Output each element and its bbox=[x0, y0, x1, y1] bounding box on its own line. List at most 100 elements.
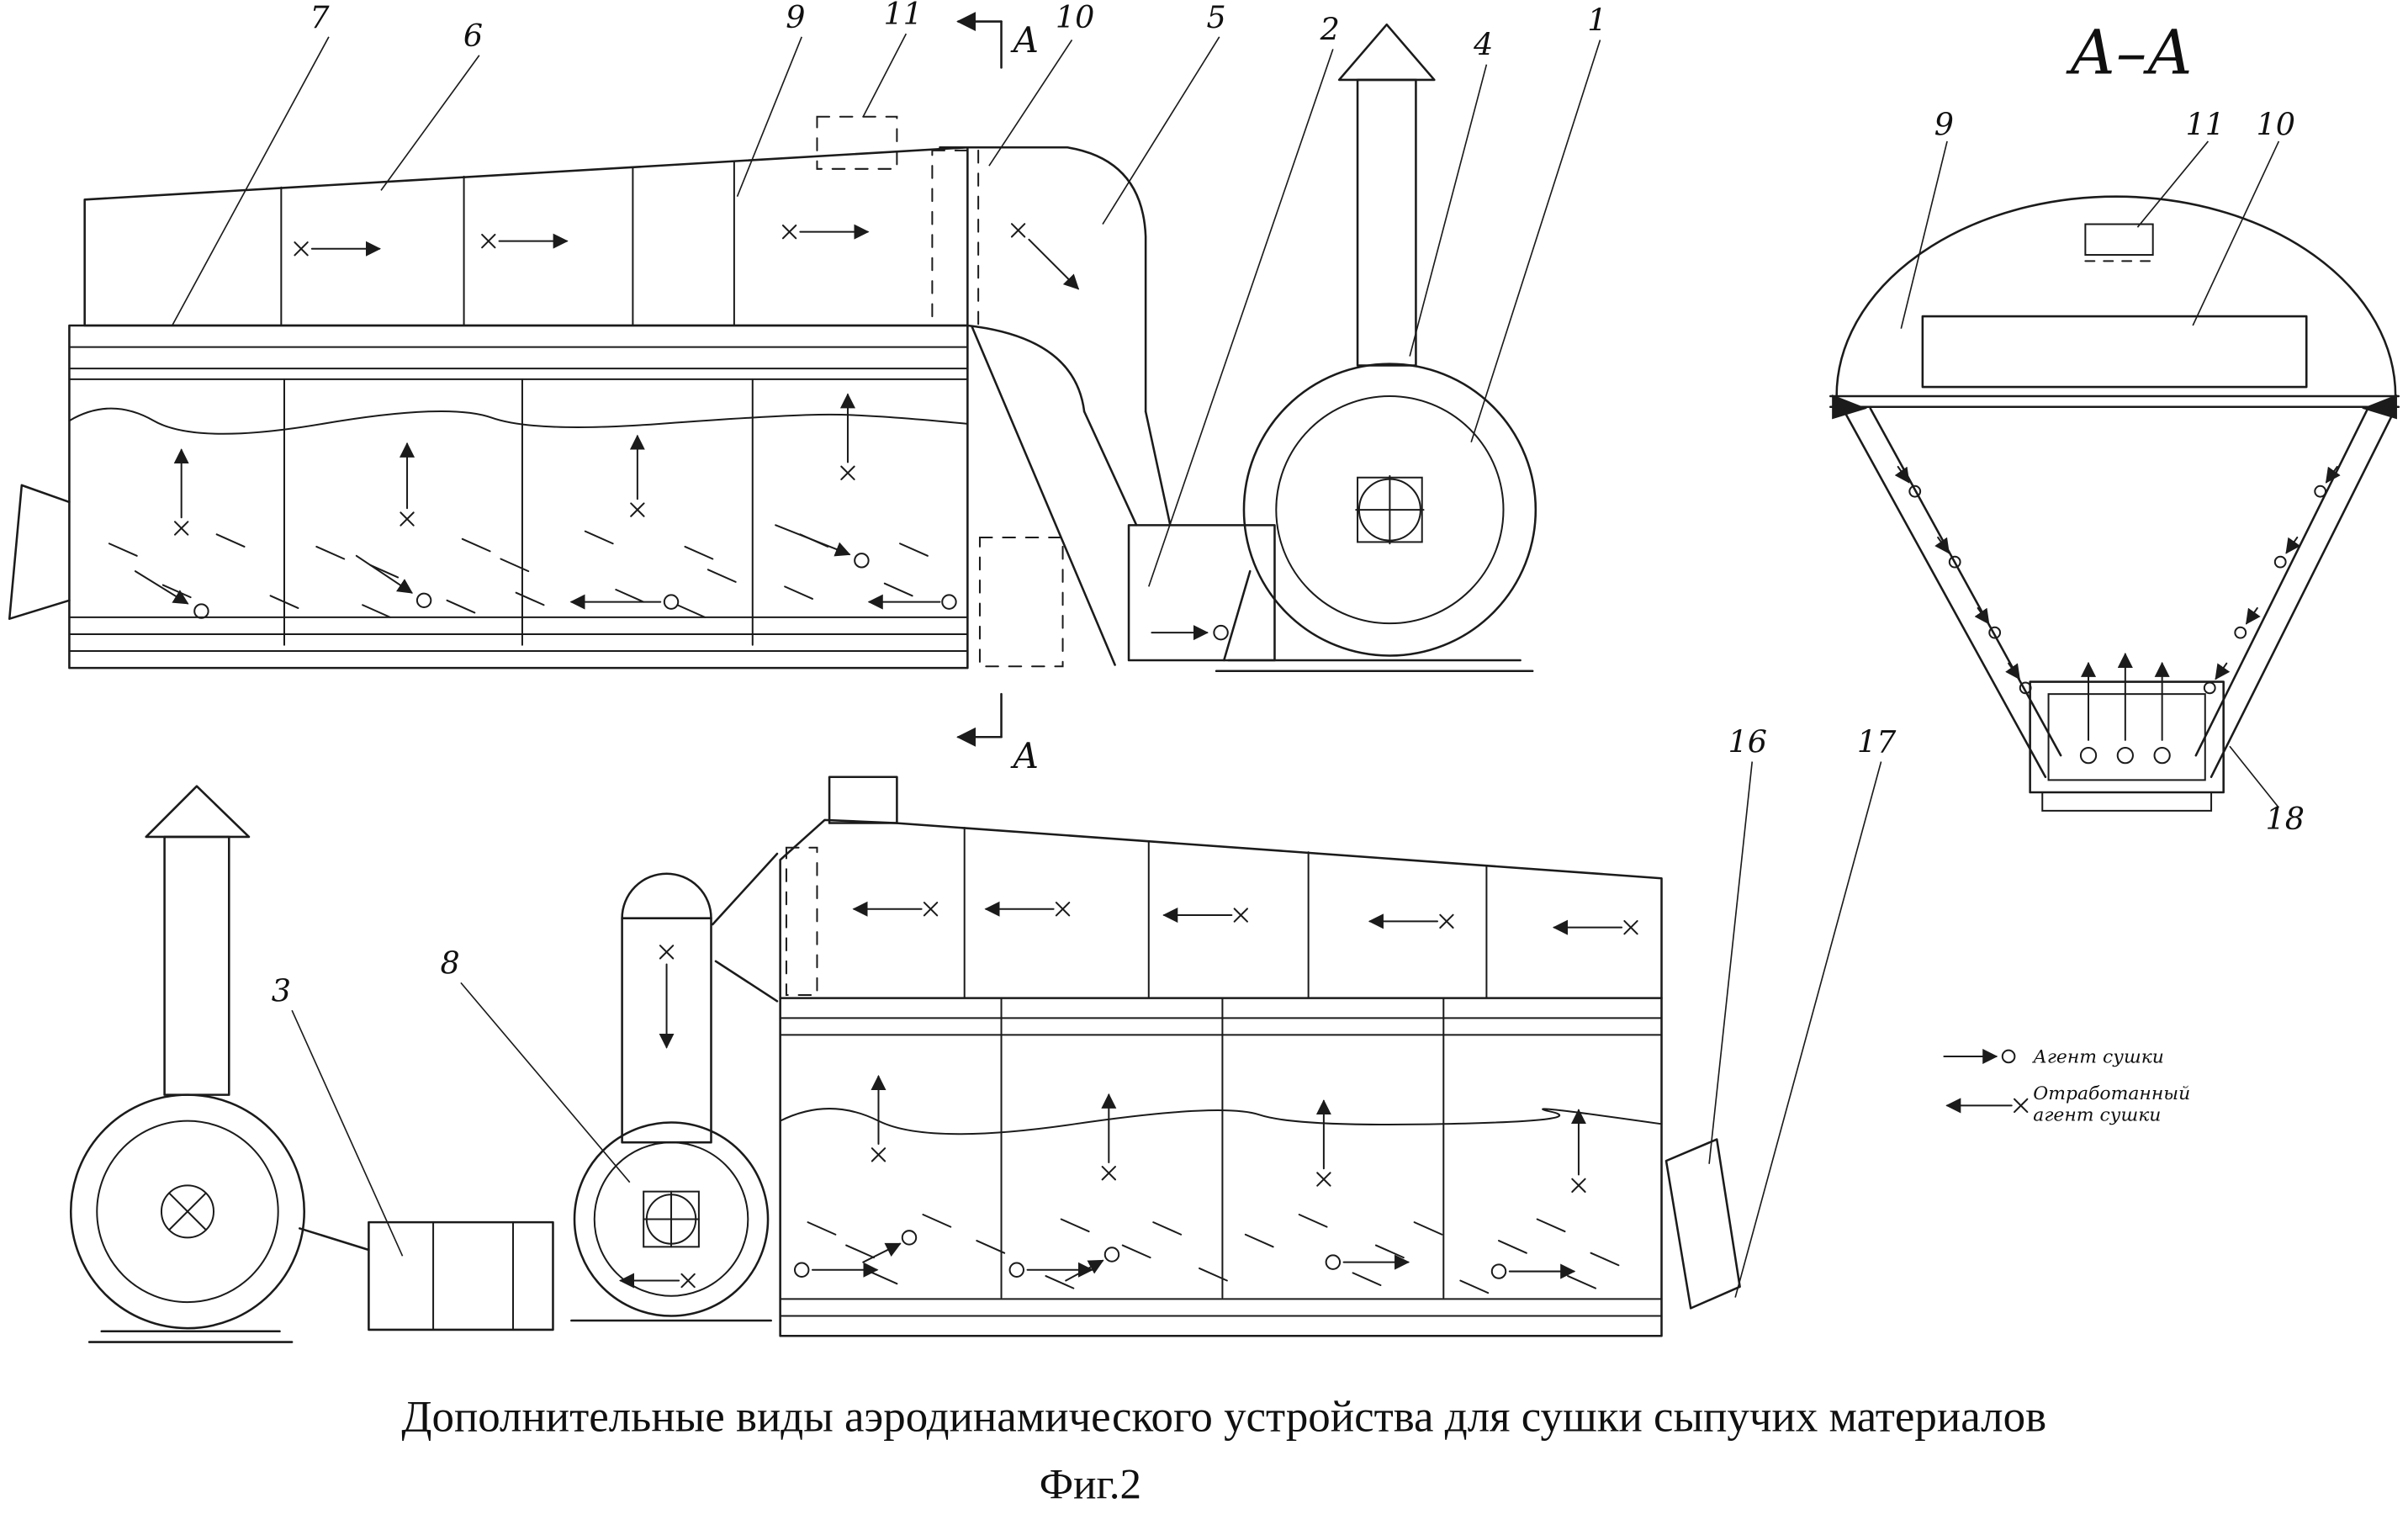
outlet-duct-outer bbox=[939, 146, 1147, 413]
upward-airflow-arrows bbox=[871, 1074, 1586, 1194]
chamber-floor-lines bbox=[68, 616, 969, 653]
svg-text:18: 18 bbox=[2265, 801, 2304, 837]
section-title: А–А bbox=[2066, 18, 2194, 89]
material-particle-dashes bbox=[108, 530, 929, 618]
hopper-dashed-port bbox=[978, 536, 1064, 668]
section-aa-view: А–А 9 bbox=[1829, 18, 2400, 837]
upward-airflow-arrows bbox=[173, 393, 856, 536]
stack-cap bbox=[1337, 23, 1436, 82]
legend-drying-agent-label: Агент сушки bbox=[2031, 1046, 2164, 1067]
callout-aa-9: 9 bbox=[1900, 107, 1954, 329]
flange-tip-left bbox=[1832, 394, 1868, 420]
fan-volute-outer bbox=[1242, 363, 1537, 657]
riser-duct-arch bbox=[621, 872, 712, 919]
fan-base bbox=[1215, 569, 1534, 673]
callout-16: 16 bbox=[1708, 724, 1767, 1164]
svg-text:8: 8 bbox=[441, 945, 460, 981]
fan-outlet-flow-mark bbox=[618, 1273, 696, 1289]
particle-flow-marks bbox=[793, 1230, 1576, 1282]
svg-text:10: 10 bbox=[1056, 0, 1094, 35]
cut-letter-bottom: А bbox=[1010, 735, 1040, 776]
bottom-box-nozzles bbox=[2079, 652, 2171, 765]
svg-text:5: 5 bbox=[1206, 0, 1225, 35]
bottom-box-base bbox=[2041, 791, 2213, 812]
dome-shell bbox=[1835, 195, 2397, 398]
section-cut-marker-bottom: А bbox=[956, 692, 1040, 776]
inlet-box bbox=[1127, 524, 1276, 662]
bottom-box-inner bbox=[2047, 693, 2206, 781]
callout-10: 10 bbox=[988, 0, 1094, 167]
legend-spent-agent-label-line2: агент сушки bbox=[2033, 1105, 2161, 1126]
fan-hub-cross bbox=[1355, 474, 1425, 545]
cut-letter-top: А bbox=[1010, 19, 1040, 61]
connecting-box-dividers bbox=[432, 1221, 515, 1331]
figure-caption: Дополнительные виды аэродинамического ус… bbox=[401, 1392, 2046, 1441]
callout-11: 11 bbox=[862, 0, 923, 118]
chamber-section-dividers bbox=[1000, 997, 1445, 1299]
funnel-walls bbox=[1841, 407, 2397, 779]
plenum-airflow-arrows-left bbox=[852, 901, 1638, 935]
inspection-hatch bbox=[828, 776, 898, 824]
plenum-airflow-arrows-right bbox=[294, 224, 870, 257]
callout-6: 6 bbox=[380, 18, 483, 191]
fan-hub-circle bbox=[160, 1184, 215, 1239]
svg-text:9: 9 bbox=[786, 0, 805, 35]
fan-volute-inner bbox=[96, 1120, 279, 1304]
exhaust-stack bbox=[1356, 78, 1417, 367]
callout-aa-10: 10 bbox=[2192, 107, 2295, 326]
fan-hub-cross bbox=[168, 1192, 207, 1231]
svg-text:11: 11 bbox=[2186, 107, 2225, 143]
mid-fan-assembly bbox=[570, 852, 779, 1322]
callout-17: 17 bbox=[1734, 724, 1897, 1298]
inlet-flow-mark bbox=[1151, 624, 1229, 641]
callout-9: 9 bbox=[736, 0, 806, 197]
svg-text:2: 2 bbox=[1320, 11, 1340, 47]
material-bed-surface bbox=[68, 407, 969, 435]
connecting-box bbox=[368, 1220, 554, 1331]
fan-assembly-right bbox=[1215, 23, 1537, 673]
particle-flow-marks bbox=[134, 524, 957, 619]
funnel-nozzle-marks bbox=[1894, 465, 2341, 695]
svg-text:11: 11 bbox=[883, 0, 922, 32]
legend-drying-agent-symbol bbox=[1943, 1048, 2016, 1065]
plenum-dashed-port bbox=[785, 846, 818, 996]
callout-1: 1 bbox=[1470, 3, 1606, 443]
material-bed-surface bbox=[779, 1108, 1663, 1136]
svg-text:17: 17 bbox=[1857, 724, 1897, 760]
fan-volute-outer bbox=[69, 1093, 306, 1330]
duct-to-dryer-connection bbox=[712, 852, 779, 1003]
duct-junction-dashed bbox=[931, 149, 980, 327]
inspection-hatch-dashed bbox=[816, 115, 898, 170]
top-hatch bbox=[2084, 223, 2154, 257]
riser-airflow-arrow bbox=[659, 945, 675, 1049]
fan-hub-cross bbox=[643, 1190, 700, 1248]
upper-plenum bbox=[83, 146, 969, 327]
flange-lines bbox=[1829, 394, 2400, 409]
callout-4: 4 bbox=[1409, 27, 1493, 357]
gas-distribution-grid-lines bbox=[68, 346, 969, 380]
svg-text:16: 16 bbox=[1728, 724, 1767, 760]
bottom-box-outer bbox=[2029, 680, 2225, 794]
legend-spent-agent-symbol bbox=[1945, 1098, 2029, 1114]
fan-volute-inner bbox=[593, 1141, 749, 1297]
svg-text:10: 10 bbox=[2257, 107, 2295, 143]
legend-spent-agent-label-line1: Отработанный bbox=[2033, 1083, 2190, 1104]
material-particle-dashes bbox=[807, 1214, 1620, 1294]
callout-8: 8 bbox=[441, 945, 631, 1183]
fan-base bbox=[87, 1227, 370, 1343]
callout-5: 5 bbox=[1102, 0, 1226, 225]
fan-volute-outer bbox=[573, 1121, 770, 1317]
legend: Агент сушки Отработанный агент сушки bbox=[1943, 1046, 2190, 1126]
callout-aa-11: 11 bbox=[2136, 107, 2225, 228]
svg-text:6: 6 bbox=[463, 18, 483, 54]
svg-text:3: 3 bbox=[272, 972, 291, 1008]
top-side-view: А А 7 6 9 11 10 5 bbox=[8, 0, 1606, 776]
section-cut-marker-top: А bbox=[956, 12, 1040, 69]
drying-chamber-body bbox=[68, 324, 969, 670]
svg-text:7: 7 bbox=[310, 0, 330, 35]
callout-7: 7 bbox=[172, 0, 330, 326]
transition-hopper bbox=[971, 326, 1172, 666]
callout-3: 3 bbox=[272, 972, 404, 1257]
plenum-dividers bbox=[280, 160, 735, 327]
